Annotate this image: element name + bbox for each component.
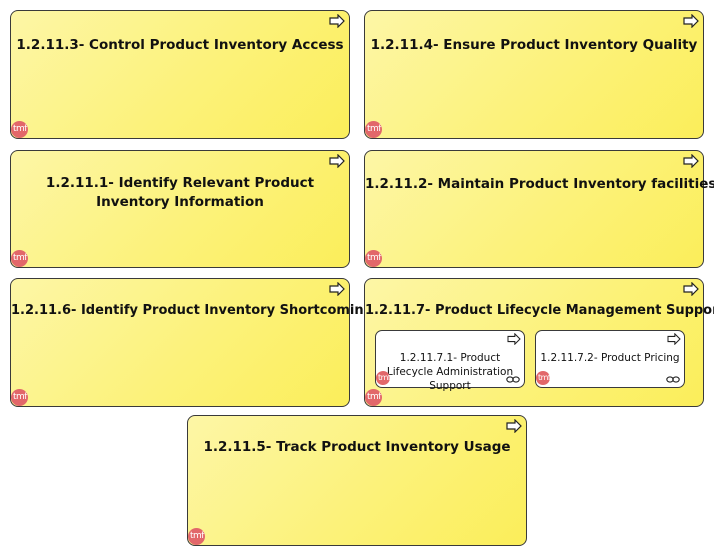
process-arrow-icon <box>506 419 522 433</box>
process-arrow-icon <box>667 333 681 345</box>
box-title: 1.2.11.1- Identify Relevant Product Inve… <box>45 175 315 210</box>
box-title: 1.2.11.7- Product Lifecycle Management S… <box>365 303 714 318</box>
tmf-badge-icon: tmf <box>536 371 550 385</box>
capability-box-1-2-11-7[interactable]: 1.2.11.7- Product Lifecycle Management S… <box>364 278 714 407</box>
sub-capability-box-1-2-11-7-1[interactable]: 1.2.11.7.1- Product Lifecycle Administra… <box>375 330 525 392</box>
process-arrow-icon <box>683 14 699 28</box>
sub-capability-box-1-2-11-7-2[interactable]: 1.2.11.7.2- Product Pricing tmf <box>535 330 685 388</box>
box-title: 1.2.11.6- Identify Product Inventory Sho… <box>11 303 381 318</box>
chain-link-icon[interactable] <box>666 376 680 383</box>
tmf-badge-icon: tmf <box>11 121 28 138</box>
box-title: 1.2.11.3- Control Product Inventory Acce… <box>16 37 344 53</box>
process-arrow-icon <box>329 14 345 28</box>
box-title: 1.2.11.2- Maintain Product Inventory fac… <box>365 176 714 192</box>
tmf-badge-icon: tmf <box>365 389 382 406</box>
box-title: 1.2.11.4- Ensure Product Inventory Quali… <box>370 37 698 53</box>
sub-box-title: 1.2.11.7.2- Product Pricing <box>540 352 680 364</box>
tmf-badge-icon: tmf <box>365 121 382 138</box>
capability-box-1-2-11-3[interactable]: 1.2.11.3- Control Product Inventory Acce… <box>10 10 350 139</box>
tmf-badge-icon: tmf <box>376 371 390 385</box>
chain-link-icon[interactable] <box>506 376 520 383</box>
capability-box-1-2-11-2[interactable]: 1.2.11.2- Maintain Product Inventory fac… <box>364 150 714 268</box>
capability-box-1-2-11-6[interactable]: 1.2.11.6- Identify Product Inventory Sho… <box>10 278 381 407</box>
process-arrow-icon <box>683 282 699 296</box>
capability-box-1-2-11-5[interactable]: 1.2.11.5- Track Product Inventory Usage … <box>187 415 527 546</box>
process-arrow-icon <box>507 333 521 345</box>
process-arrow-icon <box>329 282 345 296</box>
process-arrow-icon <box>683 154 699 168</box>
sub-box-title: 1.2.11.7.1- Product Lifecycle Administra… <box>386 352 514 392</box>
tmf-badge-icon: tmf <box>188 528 205 545</box>
process-arrow-icon <box>329 154 345 168</box>
tmf-badge-icon: tmf <box>365 250 382 267</box>
tmf-badge-icon: tmf <box>11 389 28 406</box>
tmf-badge-icon: tmf <box>11 250 28 267</box>
box-title: 1.2.11.5- Track Product Inventory Usage <box>203 439 511 455</box>
capability-box-1-2-11-4[interactable]: 1.2.11.4- Ensure Product Inventory Quali… <box>364 10 704 139</box>
capability-box-1-2-11-1[interactable]: 1.2.11.1- Identify Relevant Product Inve… <box>10 150 350 268</box>
